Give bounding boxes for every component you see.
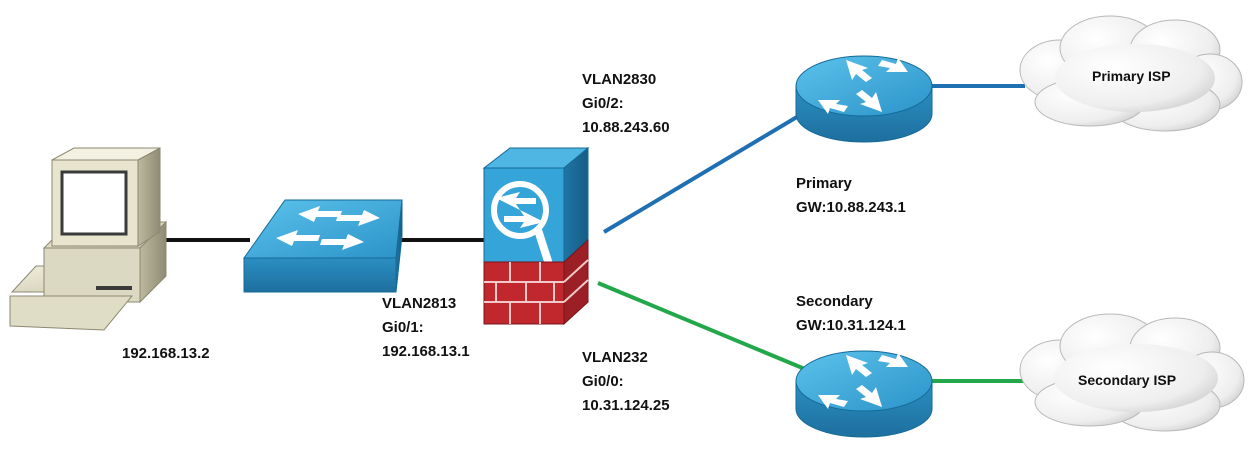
primary-iface: Gi0/2: <box>582 95 624 112</box>
router-icon <box>795 55 933 143</box>
router-icon <box>795 350 933 438</box>
link-firewall-primary-router <box>602 106 814 234</box>
inside-interface-label: VLAN2813 Gi0/1: 192.168.13.1 <box>382 292 470 364</box>
cloud-icon <box>1019 15 1243 132</box>
link-firewall-secondary-router <box>597 281 813 374</box>
primary-interface-label: VLAN2830 Gi0/2: 10.88.243.60 <box>582 68 670 140</box>
secondary-router-gw: GW:10.31.124.1 <box>796 317 906 334</box>
inside-vlan: VLAN2813 <box>382 295 457 312</box>
secondary-isp-label: Secondary ISP <box>1078 372 1177 388</box>
cloud-icon <box>1019 313 1245 432</box>
primary-vlan: VLAN2830 <box>582 71 657 88</box>
primary-ip: 10.88.243.60 <box>582 119 670 136</box>
secondary-iface: Gi0/0: <box>582 373 624 390</box>
pc-ip-label: 192.168.13.2 <box>122 345 210 362</box>
primary-isp-label: Primary ISP <box>1092 68 1171 84</box>
primary-router-gw: GW:10.88.243.1 <box>796 199 906 216</box>
secondary-router-name: Secondary <box>796 293 873 310</box>
secondary-ip: 10.31.124.25 <box>582 397 670 414</box>
secondary-vlan: VLAN232 <box>582 349 648 366</box>
secondary-interface-label: VLAN232 Gi0/0: 10.31.124.25 <box>582 346 670 418</box>
primary-gateway-label: Primary GW:10.88.243.1 <box>796 172 906 220</box>
computer-icon <box>9 147 168 331</box>
inside-iface: Gi0/1: <box>382 319 424 336</box>
switch-icon <box>243 199 403 293</box>
primary-router-name: Primary <box>796 175 852 192</box>
inside-ip: 192.168.13.1 <box>382 343 470 360</box>
secondary-gateway-label: Secondary GW:10.31.124.1 <box>796 290 906 338</box>
firewall-icon <box>482 146 590 326</box>
